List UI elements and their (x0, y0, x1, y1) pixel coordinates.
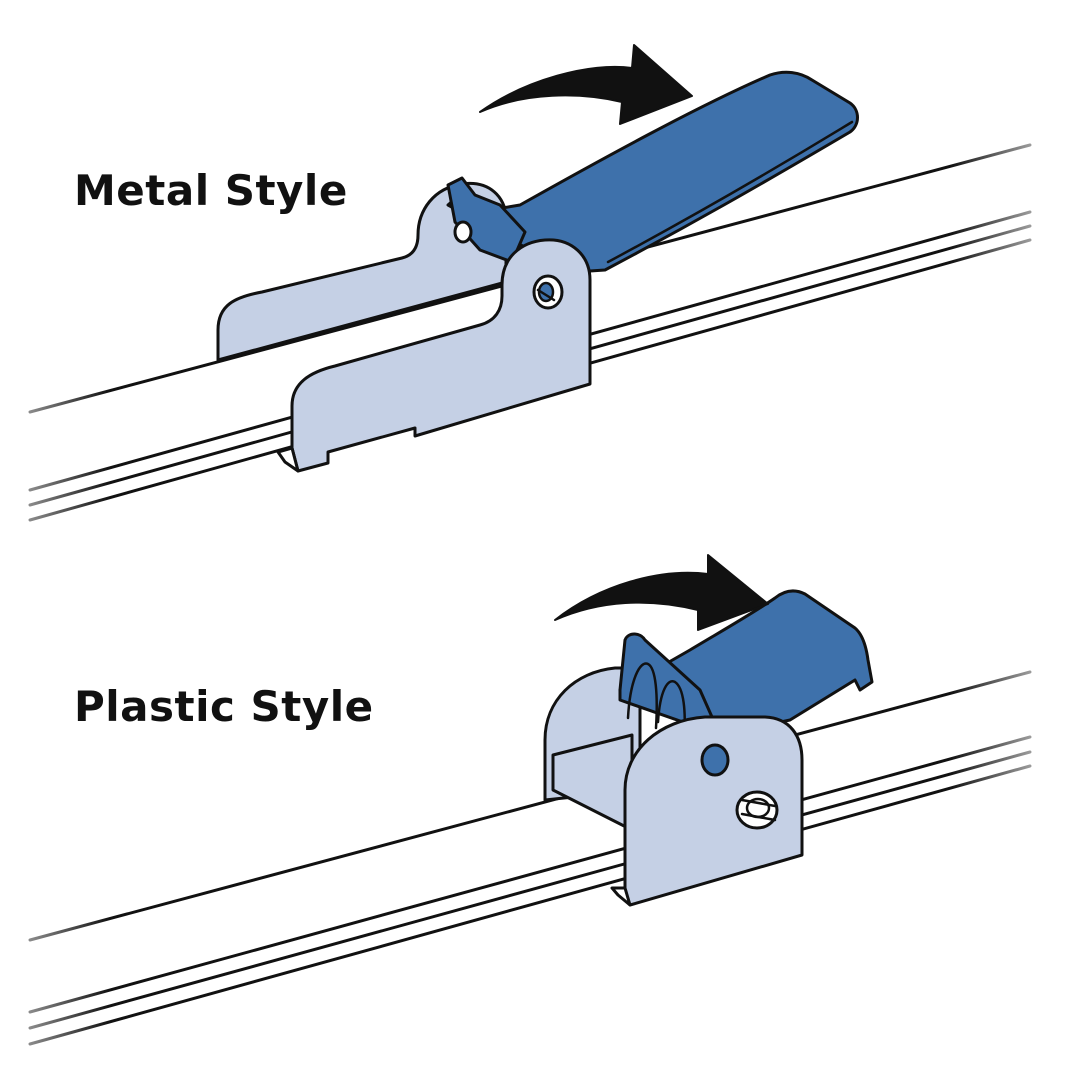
plastic-bracket-foot (610, 886, 632, 907)
metal-bracket-back-plate (216, 181, 508, 362)
plastic-pivot-hole (700, 743, 730, 777)
metal-bracket-front-plate (290, 238, 592, 473)
metal-screw (532, 274, 564, 310)
plastic-adjuster-screw (735, 790, 779, 830)
plastic-style-group (28, 554, 1032, 1046)
plastic-rail (28, 670, 1032, 1046)
plastic-lever-side-ribs (618, 632, 722, 737)
plastic-bracket-front-plate (623, 715, 804, 907)
plastic-rotation-arrow-icon (554, 554, 769, 631)
metal-lever-edge (606, 120, 854, 264)
metal-style-group (28, 44, 1032, 522)
plastic-lever-rib-2 (656, 680, 686, 740)
metal-rotation-arrow-icon (479, 44, 693, 125)
metal-lever (446, 70, 859, 274)
metal-bracket-foot (276, 446, 300, 473)
plastic-style-label: Plastic Style (74, 682, 374, 731)
metal-back-pivot (453, 220, 473, 244)
plastic-bracket-trough (551, 733, 634, 832)
plastic-lever-rib-1 (626, 662, 658, 730)
metal-style-label: Metal Style (74, 166, 348, 215)
